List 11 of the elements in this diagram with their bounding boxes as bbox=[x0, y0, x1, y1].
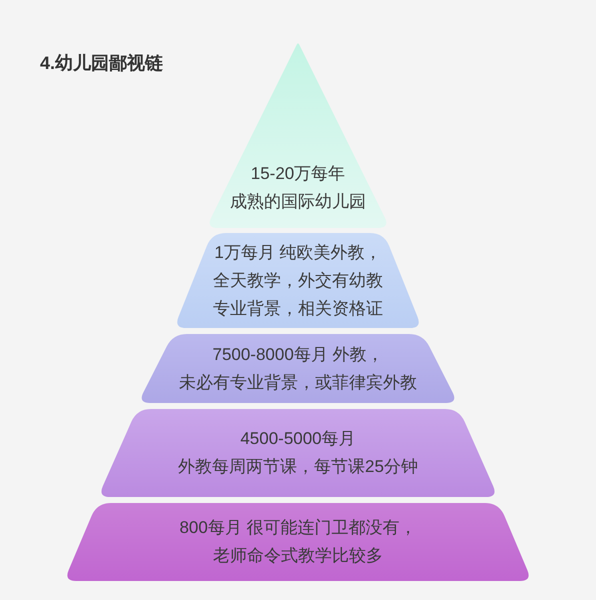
tier-label: 15-20万每年 bbox=[250, 163, 346, 185]
tier-label: 全天教学，外交有幼教专业背景，相关资格证 bbox=[212, 270, 384, 320]
tier-label: 1万每月 纯欧美外教， bbox=[214, 242, 382, 264]
tier-label: 未必有专业背景，或菲律宾外教 bbox=[179, 372, 417, 394]
tier-label: 7500-8000每月 外教， bbox=[212, 344, 384, 366]
tier-label: 800每月 很可能连门卫都没有， bbox=[179, 517, 417, 539]
tier-label: 老师命令式教学比较多 bbox=[213, 545, 383, 567]
tier-label: 4500-5000每月 bbox=[240, 428, 356, 450]
tier-label: 外教每周两节课，每节课25分钟 bbox=[178, 456, 418, 478]
diagram-title: 4.幼儿园鄙视链 bbox=[40, 52, 164, 75]
tier-label: 成熟的国际幼儿园 bbox=[230, 191, 366, 213]
